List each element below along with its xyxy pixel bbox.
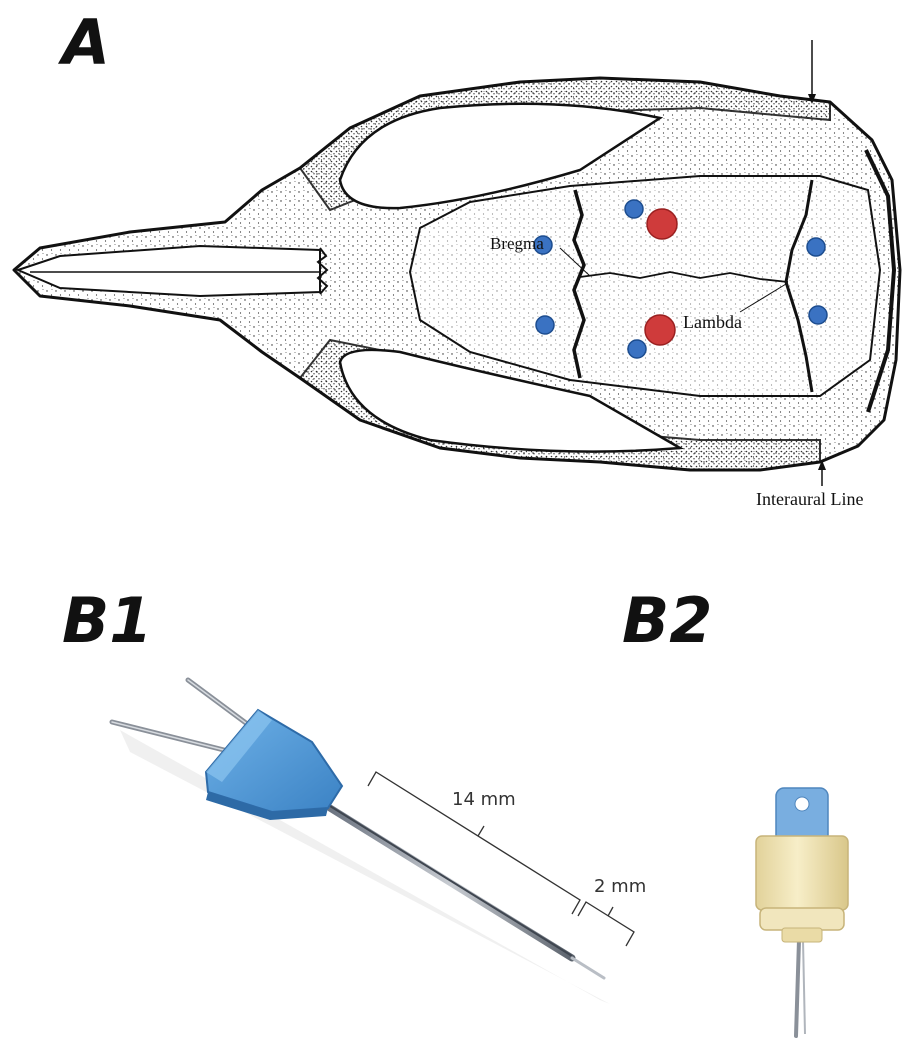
shaft-length-label: 14 mm [452, 789, 516, 810]
connector-body [756, 836, 848, 910]
tip-length-bracket [578, 902, 634, 946]
connector-tab-hole [795, 797, 809, 811]
connector-illustration [756, 788, 848, 1036]
connector-flange [760, 908, 844, 930]
electrode-shaft-edge [330, 806, 572, 956]
bregma-label: Bregma [490, 234, 544, 253]
skull-diagram: Bregma Lambda Interaural Line [14, 40, 900, 509]
shaft-bracket-tick [478, 826, 484, 836]
interaural-line-label: Interaural Line [756, 489, 863, 509]
screw-site-marker [625, 200, 643, 218]
electrode-illustration: 14 mm 2 mm [112, 680, 646, 1004]
screw-site-marker [807, 238, 825, 256]
recording-site-marker [647, 209, 677, 239]
connector-pin [796, 940, 799, 1036]
tip-length-label: 2 mm [594, 876, 646, 897]
electrode-shaft [330, 808, 572, 958]
screw-site-marker [536, 316, 554, 334]
screw-site-marker [628, 340, 646, 358]
lambda-label: Lambda [683, 312, 742, 332]
tip-bracket-tick [608, 907, 613, 916]
electrode-tip [572, 958, 604, 978]
screw-site-marker [809, 306, 827, 324]
electrode-shadow [120, 730, 610, 1004]
recording-site-marker [645, 315, 675, 345]
connector-pin-2 [803, 940, 805, 1034]
connector-collar [782, 928, 822, 942]
